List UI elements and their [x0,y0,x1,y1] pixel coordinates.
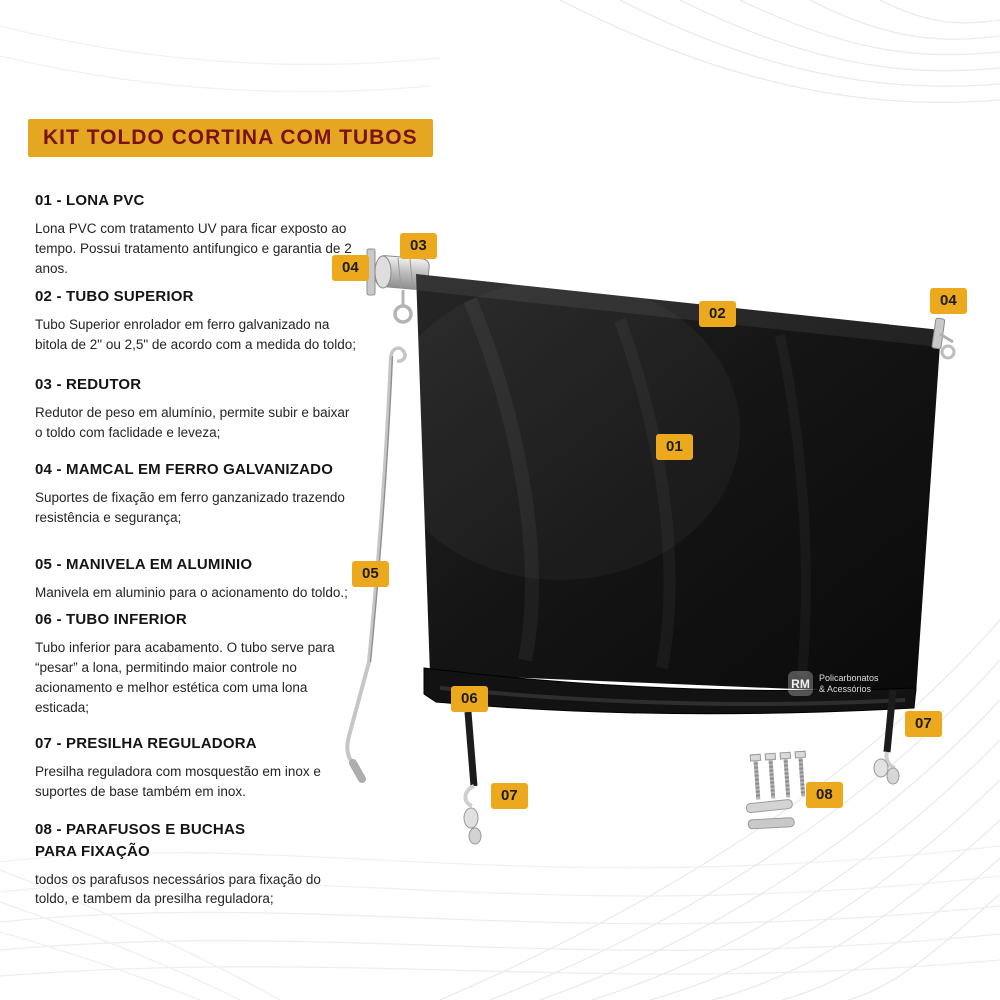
part-heading-07: 07 - PRESILHA REGULADORA [35,735,257,752]
brand-line2: & Acessórios [819,683,872,694]
right-mounting-bracket-icon [931,317,956,360]
part-heading-01: 01 - LONA PVC [35,192,145,209]
part-body-04: Suportes de fixação em ferro ganzanizado… [35,489,345,525]
part-description-06: 06 - TUBO INFERIOR Tubo inferior para ac… [35,609,357,718]
part-badge-08: 08 [806,782,843,808]
part-heading-08: 08 - PARAFUSOS E BUCHAS PARA FIXAÇÃO [35,821,246,860]
brand-watermark: RM Policarbonatos & Acessórios [788,671,879,696]
part-badge-03: 03 [400,233,437,259]
part-description-02: 02 - TUBO SUPERIOR Tubo Superior enrolad… [35,286,357,355]
left-strap-clasp-icon [463,711,482,845]
screws-icon [749,750,807,800]
part-description-08: 08 - PARAFUSOS E BUCHAS PARA FIXAÇÃO tod… [35,819,357,909]
reducer-icon [393,290,413,324]
bottom-tube-icon [423,667,917,715]
part-description-03: 03 - REDUTOR Redutor de peso em alumínio… [35,374,357,443]
part-badge-04-left: 04 [332,255,369,281]
part-heading-05: 05 - MANIVELA EM ALUMINIO [35,556,253,573]
part-badge-07-right: 07 [905,711,942,737]
part-body-02: Tubo Superior enrolador em ferro galvani… [35,316,357,352]
part-body-01: Lona PVC com tratamento UV para ficar ex… [35,220,352,276]
top-roller-tube-icon [374,255,430,291]
part-heading-02: 02 - TUBO SUPERIOR [35,288,194,305]
part-heading-06: 06 - TUBO INFERIOR [35,611,187,628]
part-description-01: 01 - LONA PVC Lona PVC com tratamento UV… [35,190,357,279]
part-body-06: Tubo inferior para acabamento. O tubo se… [35,639,335,715]
right-strap-clasp-icon [873,689,900,785]
part-body-07: Presilha reguladora com mosquestão em in… [35,763,321,799]
wall-plugs-icon [745,799,795,830]
part-badge-07-left: 07 [491,783,528,809]
part-badge-05: 05 [352,561,389,587]
part-description-04: 04 - MAMCAL EM FERRO GALVANIZADO Suporte… [35,459,357,528]
part-heading-03: 03 - REDUTOR [35,376,142,393]
part-heading-04: 04 - MAMCAL EM FERRO GALVANIZADO [35,461,334,478]
crank-handle-icon [345,346,407,783]
part-body-05: Manivela em aluminio para o acionamento … [35,584,348,600]
part-body-03: Redutor de peso em alumínio, permite sub… [35,404,350,440]
part-badge-01: 01 [656,434,693,460]
brand-logo: RM [788,671,813,696]
page-title: KIT TOLDO CORTINA COM TUBOS [28,119,433,157]
part-description-05: 05 - MANIVELA EM ALUMINIO Manivela em al… [35,554,357,603]
part-body-08: todos os parafusos necessários para fixa… [35,871,321,907]
tarp-canvas [415,274,941,694]
part-badge-04-right: 04 [930,288,967,314]
part-badge-06: 06 [451,686,488,712]
part-description-07: 07 - PRESILHA REGULADORA Presilha regula… [35,733,357,802]
brand-name: Policarbonatos & Acessórios [819,673,879,695]
brand-line1: Policarbonatos [819,672,879,683]
part-badge-02: 02 [699,301,736,327]
